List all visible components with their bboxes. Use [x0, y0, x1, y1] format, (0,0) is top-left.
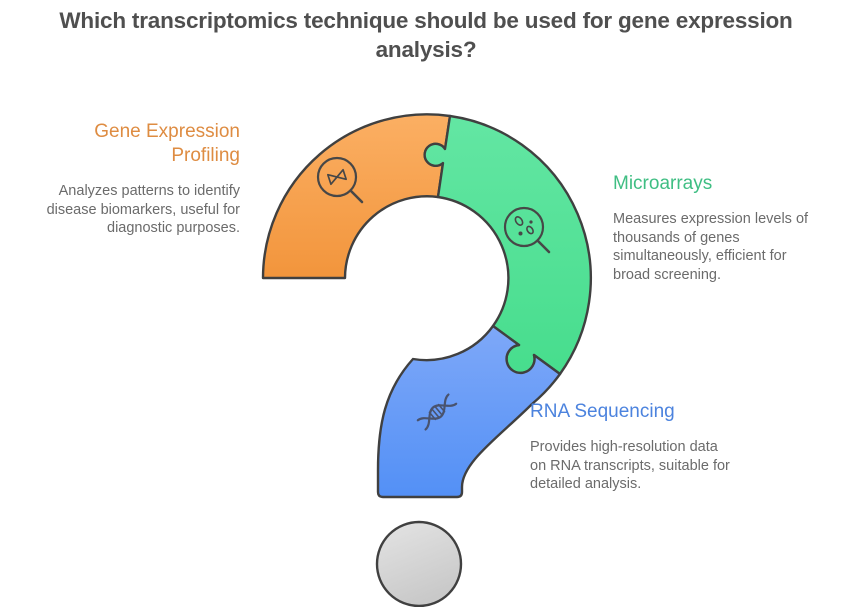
section-description-microarrays: Measures expression levels of thousands …: [613, 211, 809, 283]
question-mark-puzzle: [261, 113, 592, 607]
page-title: Which transcriptomics technique should b…: [59, 8, 793, 62]
section-microarrays: Microarrays Measures expression levels o…: [613, 172, 845, 284]
section-description-gene-expression-profiling: Analyzes patterns to identify disease bi…: [46, 183, 240, 236]
dna-helix-icon: [416, 393, 458, 431]
section-heading-microarrays: Microarrays: [613, 173, 713, 194]
question-mark-dot: [375, 520, 463, 607]
section-heading-gene-expression-profiling: Gene Expression Profiling: [94, 121, 240, 166]
puzzle-piece-rna-sequencing: [376, 324, 562, 499]
section-description-rna-sequencing: Provides high-resolution data on RNA tra…: [530, 439, 730, 492]
section-heading-rna-sequencing: RNA Sequencing: [530, 401, 675, 422]
dna-magnifier-icon: [316, 156, 364, 204]
section-rna-sequencing: RNA Sequencing Provides high-resolution …: [530, 400, 770, 494]
section-gene-expression-profiling: Gene Expression Profiling Analyzes patte…: [0, 120, 240, 238]
sample-dots-magnifier-icon: [503, 206, 551, 254]
